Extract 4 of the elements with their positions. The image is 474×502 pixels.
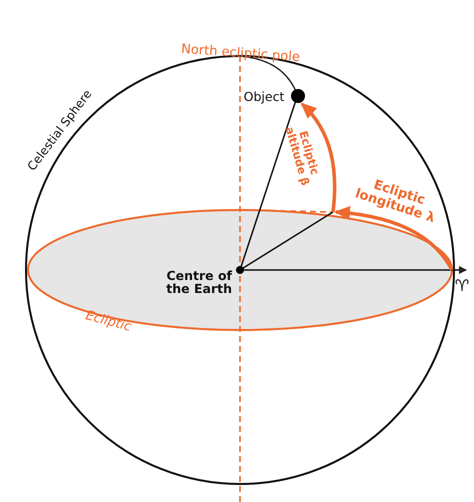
centre-label: Centre of the Earth xyxy=(165,268,232,296)
aries-symbol: ♈ xyxy=(454,278,470,294)
pole-label: North ecliptic pole xyxy=(180,43,300,65)
object-label: Object xyxy=(244,90,284,104)
